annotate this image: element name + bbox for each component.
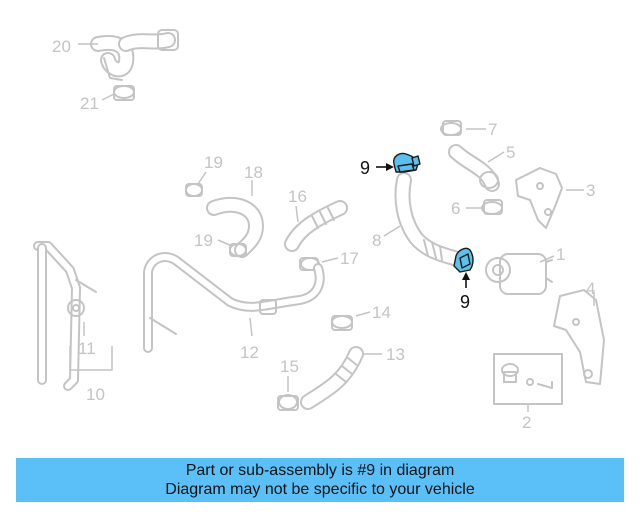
pipe-part-10[interactable] bbox=[33, 241, 97, 391]
callout-1: 1 bbox=[556, 245, 565, 264]
parts-diagram: 20 21 7 5 3 6 8 9 bbox=[33, 29, 605, 432]
banner-line-2: Diagram may not be specific to your vehi… bbox=[165, 481, 475, 498]
banner-line-1: Part or sub-assembly is #9 in diagram bbox=[185, 462, 455, 479]
callout-13: 13 bbox=[386, 345, 405, 364]
callout-5: 5 bbox=[506, 143, 515, 162]
clamp-part-9-upper[interactable] bbox=[392, 152, 421, 173]
clamp-part-19-lower[interactable] bbox=[229, 243, 247, 257]
callout-17: 17 bbox=[340, 249, 359, 268]
callout-9-lower: 9 bbox=[460, 292, 470, 312]
callout-6: 6 bbox=[451, 199, 460, 218]
clamp-part-6[interactable] bbox=[481, 199, 503, 215]
callout-10: 10 bbox=[86, 385, 105, 404]
callout-18: 18 bbox=[244, 163, 263, 182]
clamp-part-15[interactable] bbox=[277, 394, 299, 411]
hose-part-18[interactable] bbox=[206, 196, 264, 258]
clamp-part-7[interactable] bbox=[440, 120, 462, 136]
callout-15: 15 bbox=[280, 357, 299, 376]
hose-part-20[interactable] bbox=[90, 29, 179, 81]
pump-part-1[interactable] bbox=[485, 253, 553, 295]
bracket-part-4[interactable] bbox=[553, 289, 605, 385]
callout-19-upper: 19 bbox=[204, 153, 223, 172]
clamp-part-9-lower[interactable] bbox=[453, 247, 474, 273]
clamp-part-21[interactable] bbox=[113, 85, 135, 101]
hose-part-5[interactable] bbox=[448, 144, 500, 192]
callout-14: 14 bbox=[372, 303, 391, 322]
hose-part-8[interactable] bbox=[394, 172, 462, 266]
info-banner: Part or sub-assembly is #9 in diagram Di… bbox=[16, 458, 624, 502]
callout-12: 12 bbox=[240, 343, 259, 362]
callout-9-upper: 9 bbox=[360, 158, 370, 178]
callout-16: 16 bbox=[288, 187, 307, 206]
bracket-part-3[interactable] bbox=[515, 167, 563, 229]
hardware-part-2[interactable] bbox=[493, 353, 563, 405]
callout-3: 3 bbox=[586, 181, 595, 200]
hose-part-16[interactable] bbox=[284, 200, 348, 252]
callout-4: 4 bbox=[586, 279, 595, 298]
callout-8: 8 bbox=[372, 231, 381, 250]
clamp-part-14[interactable] bbox=[331, 315, 353, 331]
callout-2: 2 bbox=[522, 413, 531, 432]
hose-part-13[interactable] bbox=[300, 346, 364, 410]
callout-11: 11 bbox=[78, 339, 96, 358]
callout-21: 21 bbox=[80, 94, 99, 113]
callout-7: 7 bbox=[488, 120, 497, 139]
clamp-part-19-upper[interactable] bbox=[185, 183, 203, 197]
pipe-part-12[interactable] bbox=[143, 252, 325, 353]
callout-20: 20 bbox=[52, 37, 71, 56]
clamp-part-11[interactable] bbox=[67, 299, 85, 317]
callout-19-lower: 19 bbox=[194, 231, 213, 250]
